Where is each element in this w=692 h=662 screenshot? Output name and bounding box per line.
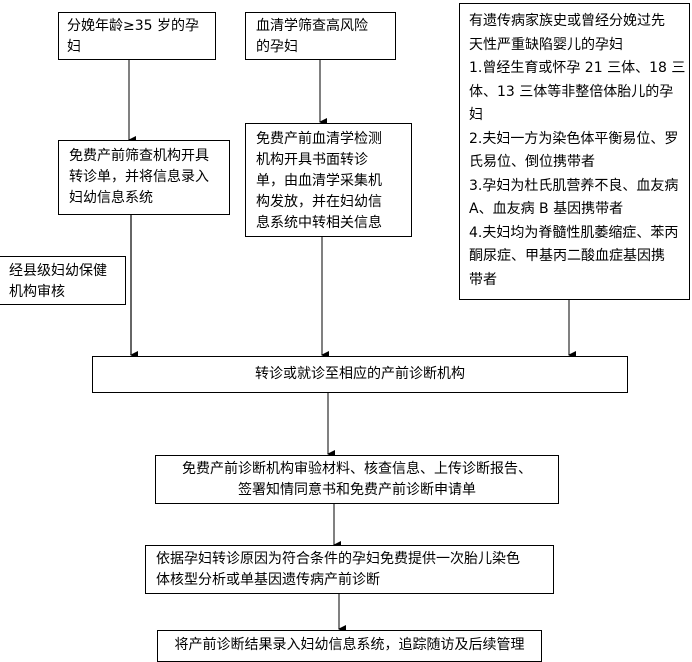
node-text-line: 机构开具书面转诊 [256, 152, 368, 168]
node-text-line: 签署知情同意书和免费产前诊断申请单 [238, 482, 476, 498]
node-followup: 将产前诊断结果录入妇幼信息系统，追踪随访及后续管理 [157, 630, 542, 662]
node-text-line: 转诊或就诊至相应的产前诊断机构 [255, 366, 465, 382]
node-text-line: 分娩年龄≥35 岁的孕 [67, 18, 199, 34]
node-text-line: 单，由血清学采集机 [256, 173, 382, 189]
node-text-line: 妇 [67, 39, 81, 55]
node-text-line: 4.夫妇均为脊髓性肌萎缩症、苯丙 [469, 224, 679, 241]
node-text-line: 天性严重缺陷婴儿的孕妇 [469, 36, 623, 53]
node-county-review: 经县级妇幼保健 机构审核 [0, 256, 126, 305]
node-text-line: 将产前诊断结果录入妇幼信息系统，追踪随访及后续管理 [174, 637, 525, 653]
node-text-line: 的孕妇 [256, 39, 298, 55]
node-text-line: 1.曾经生育或怀孕 21 三体、18 三 [469, 60, 686, 76]
node-text-line: 免费产前血清学检测 [256, 131, 382, 147]
node-center-review: 免费产前诊断机构审验材料、核查信息、上传诊断报告、 签署知情同意书和免费产前诊断… [155, 455, 559, 504]
node-text-line: 有遗传病家族史或曾经分娩过先 [469, 13, 665, 29]
node-serum-high-risk: 血清学筛查高风险 的孕妇 [245, 12, 396, 60]
node-genetic-risk: 有遗传病家族史或曾经分娩过先 天性严重缺陷婴儿的孕妇 1.曾经生育或怀孕 21 … [459, 3, 690, 300]
node-text-line: 息系统中转相关信息 [256, 215, 382, 231]
node-text-line: 免费产前诊断机构审验材料、核查信息、上传诊断报告、 [182, 461, 532, 477]
node-text-line: 依据孕妇转诊原因为符合条件的孕妇免费提供一次胎儿染色 [156, 551, 520, 567]
node-text-line: 妇 [469, 107, 483, 123]
node-text-line: 氏易位、倒位携带者 [469, 154, 595, 170]
node-screening-referral: 免费产前筛查机构开具 转诊单，并将信息录入 妇幼信息系统 [58, 140, 230, 215]
node-text-line: 转诊单，并将信息录入 [69, 169, 209, 185]
node-text-line: 2.夫妇一方为染色体平衡易位、罗 [469, 130, 679, 147]
node-serum-referral: 免费产前血清学检测 机构开具书面转诊 单，由血清学采集机 构发放，并在妇幼信 息… [245, 123, 412, 237]
node-text-line: 机构审核 [9, 284, 65, 300]
node-text-line: 体核型分析或单基因遗传病产前诊断 [156, 572, 380, 588]
node-text-line: 经县级妇幼保健 [9, 263, 107, 279]
node-text-line: 免费产前筛查机构开具 [69, 148, 209, 164]
node-text-line: A、血友病 B 基因携带者 [469, 201, 624, 217]
node-referral-to-center: 转诊或就诊至相应的产前诊断机构 [92, 356, 628, 393]
node-text-line: 血清学筛查高风险 [256, 18, 368, 34]
node-text-line: 体、13 三体等非整倍体胎儿的孕 [469, 83, 674, 100]
node-text-line: 妇幼信息系统 [69, 190, 153, 206]
node-text-line: 3.孕妇为杜氏肌营养不良、血友病 [469, 177, 679, 194]
node-text-line: 带者 [469, 271, 497, 288]
node-age: 分娩年龄≥35 岁的孕 妇 [58, 12, 216, 60]
node-diagnosis: 依据孕妇转诊原因为符合条件的孕妇免费提供一次胎儿染色 体核型分析或单基因遗传病产… [145, 545, 554, 594]
node-text-line: 酮尿症、甲基丙二酸血症基因携 [469, 248, 665, 264]
node-text-line: 构发放，并在妇幼信 [256, 194, 382, 210]
